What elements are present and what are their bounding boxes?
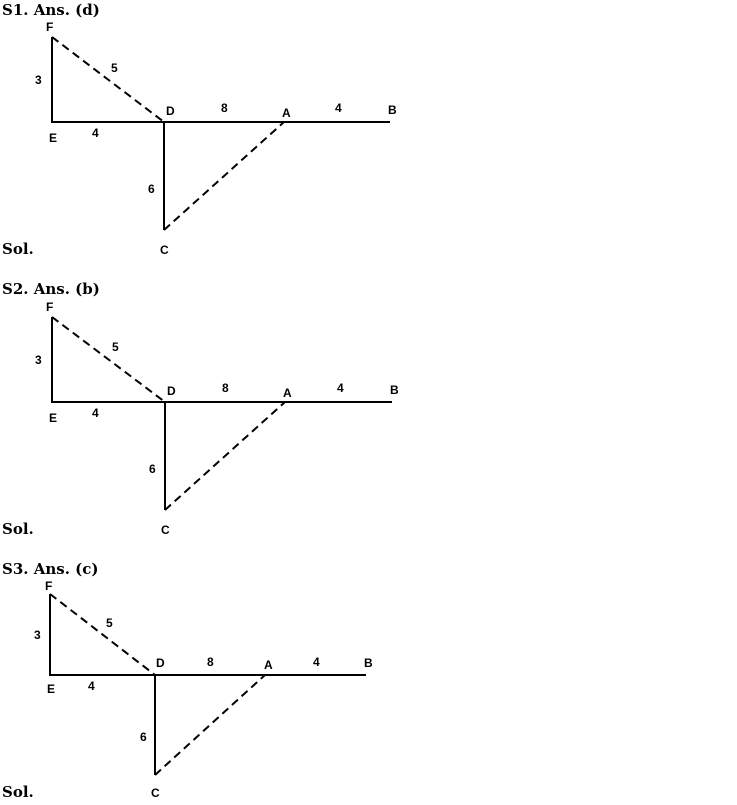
point-c: C bbox=[161, 523, 170, 537]
answer-heading-2: S2. Ans. (b) bbox=[2, 280, 100, 298]
point-e: E bbox=[49, 411, 57, 425]
sol-label-2: Sol. bbox=[2, 520, 34, 538]
point-c: C bbox=[160, 243, 169, 257]
length-fd: 5 bbox=[112, 340, 119, 354]
line-ca bbox=[163, 121, 285, 231]
length-ab: 4 bbox=[335, 101, 342, 115]
length-da: 8 bbox=[207, 655, 214, 669]
point-a: A bbox=[264, 658, 273, 672]
length-ed: 4 bbox=[92, 406, 99, 420]
length-ef: 3 bbox=[34, 628, 41, 642]
point-d: D bbox=[167, 384, 176, 398]
line-fd bbox=[51, 36, 165, 123]
length-ab: 4 bbox=[337, 381, 344, 395]
sol-label-3: Sol. bbox=[2, 783, 34, 801]
length-dc: 6 bbox=[149, 462, 156, 476]
diagram-3: F E D A B C 3 5 4 8 4 6 bbox=[34, 579, 373, 800]
point-a: A bbox=[282, 106, 291, 120]
point-b: B bbox=[388, 103, 397, 117]
point-b: B bbox=[390, 383, 399, 397]
point-b: B bbox=[364, 656, 373, 670]
length-ab: 4 bbox=[313, 655, 320, 669]
length-dc: 6 bbox=[148, 182, 155, 196]
sol-label-1: Sol. bbox=[2, 240, 34, 258]
length-ed: 4 bbox=[92, 126, 99, 140]
line-fe-eb bbox=[51, 317, 392, 403]
line-ca bbox=[154, 674, 266, 776]
point-f: F bbox=[46, 300, 53, 314]
point-d: D bbox=[166, 104, 175, 118]
length-ef: 3 bbox=[35, 353, 42, 367]
line-fd bbox=[51, 316, 166, 403]
answer-heading-1: S1. Ans. (d) bbox=[2, 1, 100, 19]
length-ed: 4 bbox=[88, 679, 95, 693]
length-ef: 3 bbox=[35, 73, 42, 87]
diagram-1: F E D A B C 3 5 4 8 4 6 bbox=[35, 20, 397, 257]
point-a: A bbox=[283, 386, 292, 400]
point-f: F bbox=[45, 579, 52, 593]
length-da: 8 bbox=[221, 101, 228, 115]
length-fd: 5 bbox=[106, 616, 113, 630]
point-e: E bbox=[49, 131, 57, 145]
point-e: E bbox=[47, 682, 55, 696]
line-fd bbox=[49, 593, 156, 676]
point-f: F bbox=[46, 20, 53, 34]
length-dc: 6 bbox=[140, 730, 147, 744]
point-c: C bbox=[151, 786, 160, 800]
line-fe-eb bbox=[49, 594, 366, 676]
line-fe-eb bbox=[51, 37, 390, 123]
diagram-2: F E D A B C 3 5 4 8 4 6 bbox=[35, 300, 399, 537]
point-d: D bbox=[156, 656, 165, 670]
line-ca bbox=[164, 401, 286, 511]
length-da: 8 bbox=[222, 381, 229, 395]
length-fd: 5 bbox=[111, 61, 118, 75]
answer-heading-3: S3. Ans. (c) bbox=[2, 560, 99, 578]
